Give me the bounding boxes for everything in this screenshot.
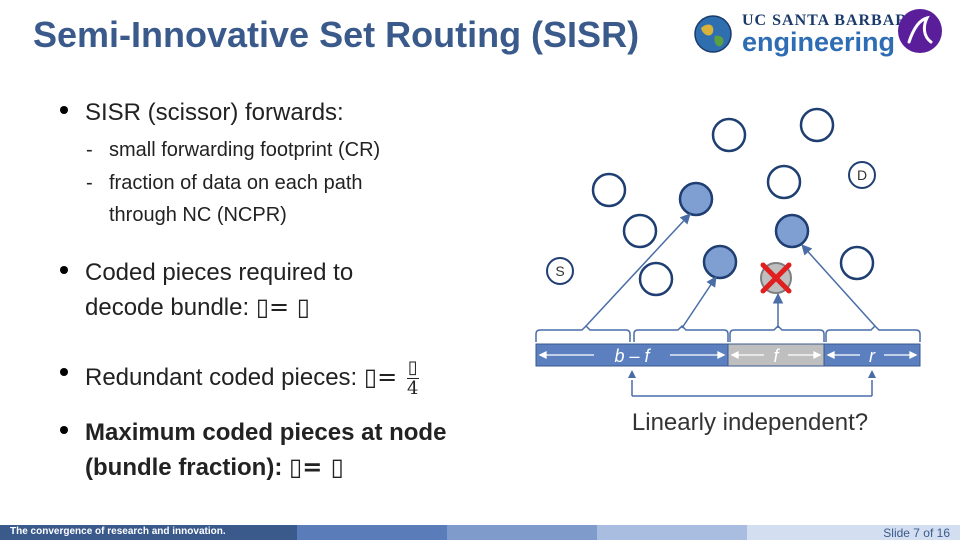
path-arrow <box>585 213 691 327</box>
bullet-dot-icon <box>60 426 68 434</box>
bullet-item: Redundant coded pieces: ▯= ▯4 <box>60 358 419 399</box>
equation-placeholder: ▯= <box>363 362 405 391</box>
bullet-dot-icon <box>60 106 68 114</box>
segment-brace <box>825 324 921 342</box>
alcatel-lucent-logo-icon <box>898 9 942 53</box>
bundle-segment-r <box>823 343 921 367</box>
ucsb-engineering-logo: UC SANTA BARBARA engineering <box>742 12 920 58</box>
segment-label: r <box>869 346 876 366</box>
bullet-item: SISR (scissor) forwards: <box>60 96 344 130</box>
network-node <box>711 117 747 153</box>
cross-icon <box>760 262 792 294</box>
equation-placeholder: ▯= ▯ <box>288 453 344 481</box>
bullet-text-line2: decode bundle: ▯= ▯ <box>85 293 310 321</box>
network-diagram: D S b – f f r Linearly independent? <box>535 107 921 436</box>
segment-brace <box>729 324 825 342</box>
sub-bullet-text: fraction of data on each path <box>109 172 363 194</box>
source-node <box>546 257 574 285</box>
bullet-item: Coded pieces required to decode bundle: … <box>60 256 353 325</box>
sub-bullet-text: small forwarding footprint (CR) <box>109 139 381 161</box>
fraction: ▯4 <box>406 357 419 399</box>
path-arrow <box>801 244 876 327</box>
ucsb-logo-bottom: engineering <box>742 27 896 57</box>
bullet-text: SISR (scissor) forwards: <box>85 99 344 126</box>
segment-brace <box>633 324 729 342</box>
footer-tagline: The convergence of research and innovati… <box>10 526 226 537</box>
forwarding-node <box>678 181 714 217</box>
bullet-text: Maximum coded pieces at node <box>85 419 447 446</box>
dest-label: D <box>857 167 867 183</box>
bullet-dot-icon <box>60 266 68 274</box>
bullet-text: Coded pieces required to <box>85 259 354 286</box>
bullet-item: Maximum coded pieces at node (bundle fra… <box>60 416 446 485</box>
network-node <box>766 164 802 200</box>
sub-bullet-continuation: through NC (NCPR) <box>86 199 287 231</box>
path-arrow <box>681 276 717 329</box>
forwarding-node <box>774 213 810 249</box>
network-node <box>622 213 658 249</box>
forwarding-node <box>702 244 738 280</box>
slide-title: Semi-Innovative Set Routing (SISR) <box>33 14 640 55</box>
network-node <box>638 261 674 297</box>
dest-node <box>848 161 876 189</box>
network-node <box>799 107 835 143</box>
bottom-bracket <box>631 380 873 397</box>
diagram-caption: Linearly independent? <box>632 409 868 436</box>
source-label: S <box>555 263 564 279</box>
bullet-dot-icon <box>60 368 68 376</box>
slide-number: Slide 7 of 16 <box>883 526 950 540</box>
equation-placeholder: ▯= ▯ <box>255 293 310 321</box>
footer-bar: The convergence of research and innovati… <box>0 525 960 540</box>
segment-brace <box>535 324 631 342</box>
segment-label: b – f <box>614 346 651 366</box>
network-node <box>591 172 627 208</box>
globe-logo-icon <box>694 15 732 53</box>
segment-label: f <box>773 346 780 366</box>
network-node <box>839 245 875 281</box>
sub-bullet: - small forwarding footprint (CR) <box>86 134 380 166</box>
bullet-text: Redundant coded pieces: ▯= ▯4 <box>85 357 419 399</box>
sub-bullet: - fraction of data on each path <box>86 167 363 199</box>
bullet-text-line2: (bundle fraction): ▯= ▯ <box>85 453 344 481</box>
ucsb-logo-top: UC SANTA BARBARA <box>742 12 921 29</box>
sub-bullet-text: through NC (NCPR) <box>109 204 287 226</box>
